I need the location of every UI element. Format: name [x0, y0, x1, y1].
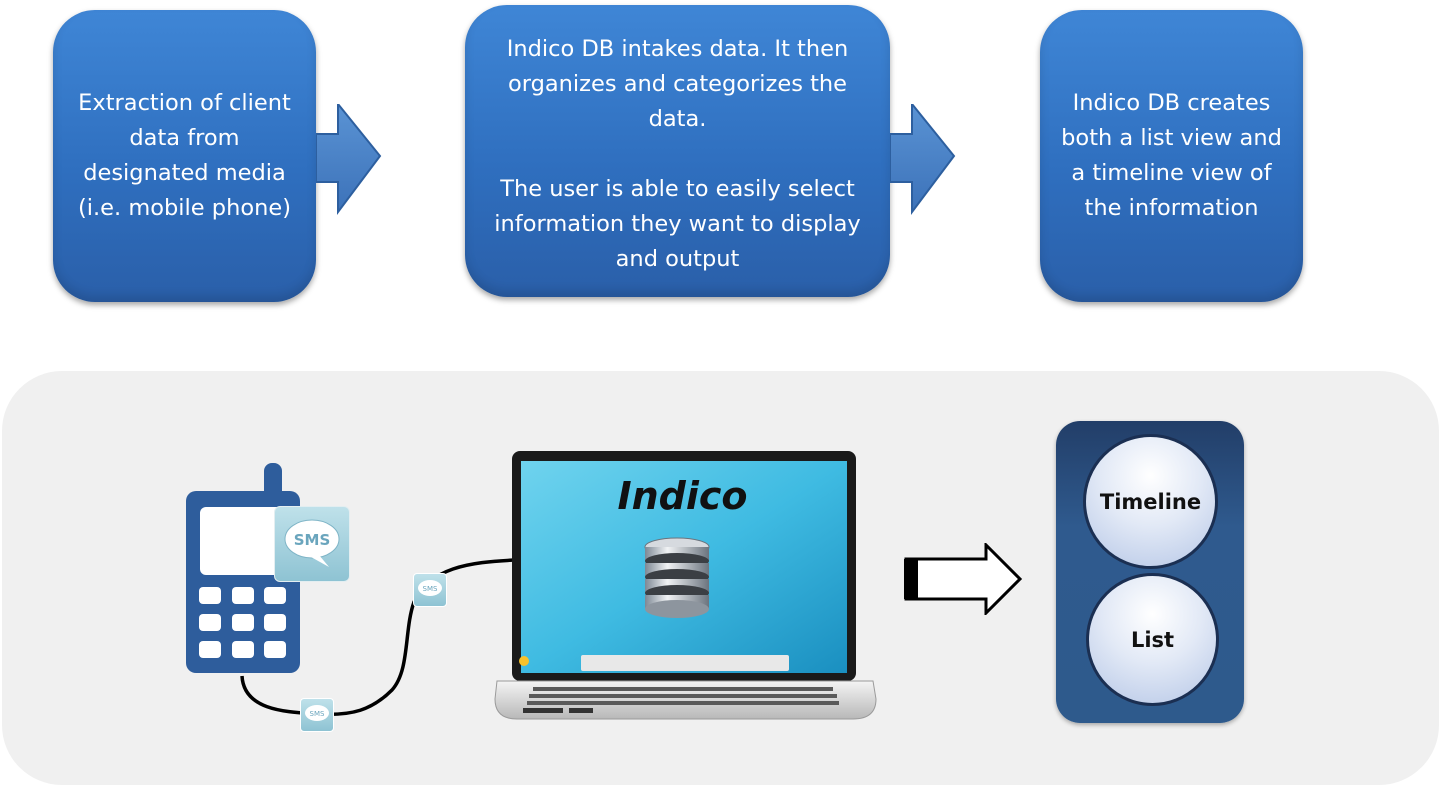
sms-bubble-icon: SMS: [274, 506, 350, 582]
timeline-view-circle: Timeline: [1083, 434, 1218, 569]
laptop-title: Indico: [617, 474, 748, 518]
list-view-circle: List: [1086, 573, 1219, 706]
sms-label: SMS: [294, 531, 331, 549]
step-box-extraction: Extraction of client data from designate…: [53, 10, 316, 302]
sms-bubble-small-icon: SMS: [300, 698, 334, 732]
sms-label: SMS: [310, 710, 325, 718]
sms-bubble-small-icon: SMS: [413, 573, 447, 607]
timeline-label: Timeline: [1099, 489, 1202, 514]
step-box-intake: Indico DB intakes data. It then organize…: [465, 5, 890, 297]
step-box-views: Indico DB creates both a list view and a…: [1040, 10, 1303, 302]
list-label: List: [1130, 627, 1175, 652]
step-text-intake: Indico DB intakes data. It then organize…: [506, 36, 849, 132]
sms-label: SMS: [423, 585, 438, 593]
output-arrow-right-icon: [904, 543, 1023, 615]
step-text-selection: The user is able to easily select inform…: [494, 176, 861, 272]
flow-arrow-right-icon: [316, 104, 382, 215]
step-text-views: Indico DB creates both a list view and a…: [1061, 90, 1282, 221]
step-text-extraction: Extraction of client data from designate…: [78, 90, 291, 221]
mobile-phone-icon: [186, 463, 300, 673]
flow-arrow-right-icon: [890, 104, 956, 215]
laptop-icon: [494, 451, 877, 720]
database-icon: [644, 537, 710, 618]
